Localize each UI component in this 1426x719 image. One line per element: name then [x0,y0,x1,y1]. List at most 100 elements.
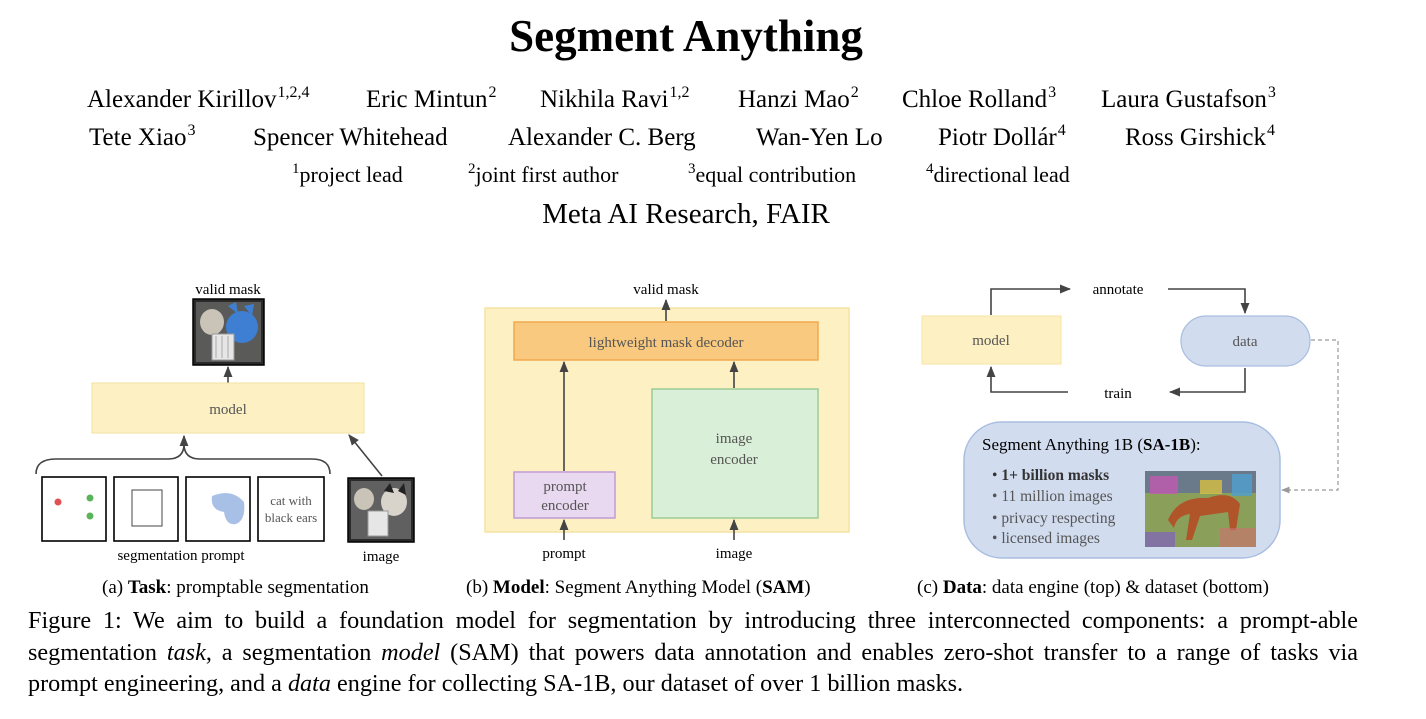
author: Eric Mintun2 [366,84,497,114]
negative-point [54,498,62,506]
footnote: 2joint first author [468,161,618,188]
image-encoder-box [651,388,819,519]
text-prompt-box [257,476,325,542]
valid-mask-label: valid mask [195,282,261,298]
author-name: Hanzi Mao [738,86,850,113]
author-affil: 2 [488,84,497,101]
subcaption-part: SAM [762,577,805,598]
subcaption-part: Task [127,577,167,598]
author: Tete Xiao3 [89,122,196,152]
author-name: Tete Xiao [89,124,187,151]
dataset-bullet: • licensed images [992,530,1100,547]
author-affil: 2 [850,84,859,101]
footnote-mark: 2 [468,161,476,177]
annotate-label: annotate [1093,282,1144,298]
subcaption-a: (a) Task: promptable segmentation [102,577,369,599]
author: Alexander C. Berg [508,122,697,152]
author-name: Alexander C. Berg [508,124,696,151]
author-affil: 3 [1267,84,1276,101]
subcaption-part: (b) [466,577,493,598]
positive-point [86,494,94,502]
subcaption-part: (c) [917,577,943,598]
dataset-sample-image [1145,471,1256,547]
author: Ross Girshick4 [1125,122,1275,152]
author: Laura Gustafson3 [1101,84,1276,114]
arrow [990,284,1072,315]
model-label: model [972,333,1010,349]
affiliation: Meta AI Research, FAIR [542,198,830,230]
author-affil: 1,2 [669,84,690,101]
author: Piotr Dollár4 [938,122,1066,152]
footnote-mark: 4 [926,161,934,177]
panel-c-data: model data annotate train Segment Anythi… [921,282,1339,559]
author-name: Eric Mintun [366,86,488,113]
subcaption-part: ) [804,577,811,598]
author-name: Alexander Kirillov [87,86,277,113]
author-name: Wan-Yen Lo [756,124,883,151]
subcaption-part: : promptable segmentation [166,577,369,598]
dataset-bullet: • 11 million images [992,488,1113,505]
footnote: 1project lead [292,161,403,188]
valid-mask-label: valid mask [633,282,699,298]
text-prompt-line: cat with [270,493,312,508]
caption-part: (SAM) that powers data annotation and en… [28,638,1358,698]
footnote-text: directional lead [933,162,1070,187]
dashed-arrow [1281,339,1339,494]
image-encoder-label: image [716,431,753,447]
valid-mask-image [192,298,265,366]
author-affil: 4 [1266,122,1275,139]
point-prompt-box [41,476,107,542]
subcaption-part: : data engine (top) & dataset (bottom) [981,577,1269,598]
image-label: image [363,549,400,565]
author-affil: 1,2,4 [277,84,310,101]
caption-part: model [381,638,441,666]
author: Hanzi Mao2 [738,84,859,114]
author-name: Piotr Dollár [938,124,1057,151]
prompt-brace [35,443,331,475]
author-name: Spencer Whitehead [253,124,448,151]
decoder-label: lightweight mask decoder [589,335,744,351]
text-prompt-line: black ears [265,510,317,525]
footnote-text: equal contribution [695,162,857,187]
figure-caption: Figure 1: We aim to build a foundation m… [28,605,1358,700]
author-affil: 3 [1048,84,1057,101]
data-label: data [1233,334,1258,350]
author-name: Laura Gustafson [1101,86,1267,113]
image-input-label: image [716,546,753,562]
subcaption-c: (c) Data: data engine (top) & dataset (b… [917,577,1269,599]
train-label: train [1104,386,1132,402]
prompt-encoder-label: encoder [541,498,588,514]
dataset-bullet: • privacy respecting [992,510,1116,527]
panel-b-model: valid mask lightweight mask decoder prom… [484,282,850,562]
footnote-mark: 3 [688,161,696,177]
positive-point [86,512,94,520]
author-name: Nikhila Ravi [540,86,669,113]
author: Nikhila Ravi1,2 [540,84,689,114]
input-image [347,477,415,543]
caption-part: , a segmentation [205,638,382,666]
author-name: Ross Girshick [1125,124,1266,151]
dataset-title: Segment Anything 1B (SA-1B): [982,435,1201,454]
footnote-text: project lead [299,162,403,187]
author-name: Chloe Rolland [902,86,1048,113]
panel-a-task: valid mask model cat with black e [35,282,415,565]
caption-part: engine for collecting SA-1B, our dataset… [330,670,964,697]
data-box [1180,315,1311,367]
model-label: model [209,402,247,418]
footnote: 3equal contribution [688,161,856,188]
seg-prompt-label: segmentation prompt [117,548,245,564]
subcaption-part: Model [492,577,545,598]
caption-part: task [166,638,206,666]
author-affil: 4 [1057,122,1066,139]
box-prompt [131,489,163,527]
paper-title: Segment Anything [509,11,863,61]
caption-part: data [287,670,331,697]
footnote-mark: 1 [292,161,300,177]
decoder-box [513,321,819,361]
box-prompt-box [113,476,179,542]
subcaption-part: (a) [102,577,128,598]
subcaption-b: (b) Model: Segment Anything Model (SAM) [466,577,811,599]
prompt-input-label: prompt [542,546,586,562]
author: Alexander Kirillov1,2,4 [87,84,310,114]
caption-part: Figure 1: We aim to build a foundation m… [28,607,1358,666]
